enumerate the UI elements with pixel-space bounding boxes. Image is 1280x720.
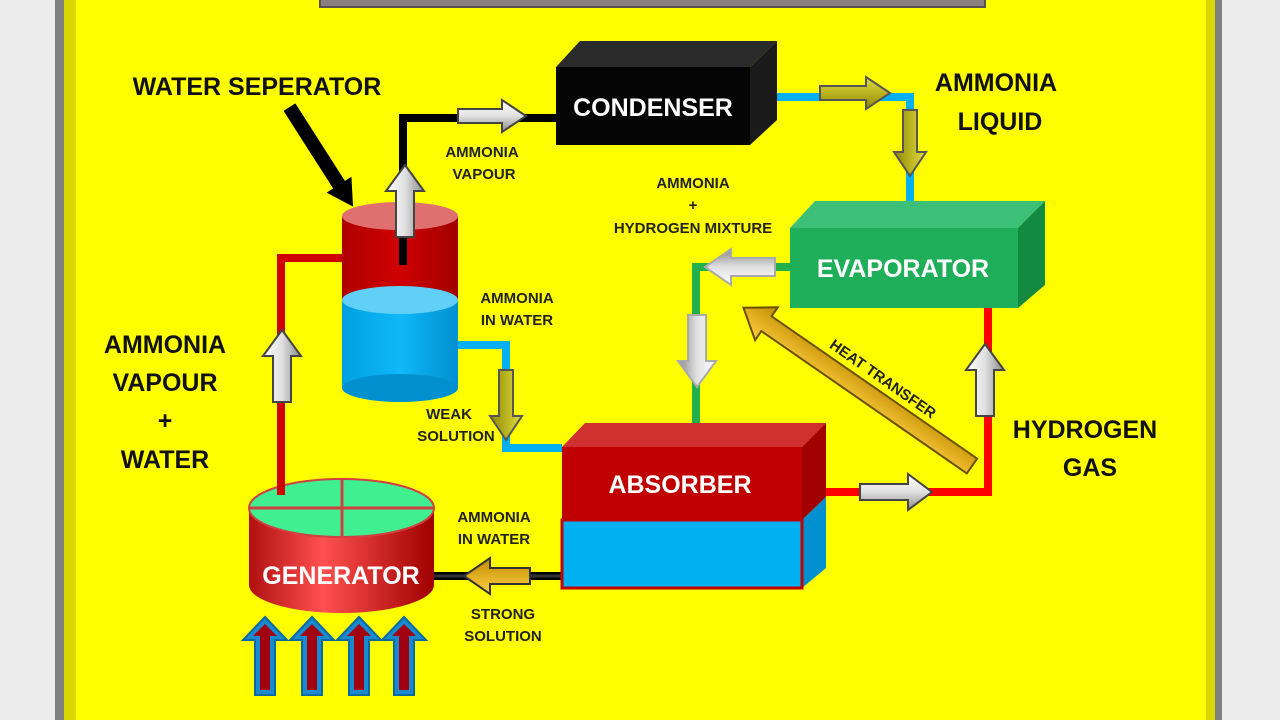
arrow-down-to-absorber: [676, 314, 718, 389]
condenser: CONDENSER: [556, 41, 777, 145]
evaporator: EVAPORATOR: [790, 201, 1045, 308]
arrow-right-ammonia-vapour: [457, 98, 528, 134]
left-margin: [0, 0, 55, 720]
heat-arrow: [379, 615, 429, 696]
label-ammonia-hydrogen-mixture: +: [689, 197, 698, 214]
arrow-down-to-evaporator: [892, 109, 928, 178]
arrow-heat-transfer: [742, 306, 979, 475]
arrow-up-hydrogen-gas: [964, 342, 1006, 417]
heat-arrow: [287, 615, 337, 696]
label-ammonia-hydrogen-mixture: AMMONIA: [656, 175, 729, 192]
condenser-front-face: [556, 67, 750, 145]
arrow-up-separator-outlet: [384, 163, 426, 238]
label-water-separator: WATER SEPERATOR: [133, 73, 382, 101]
generator-label: GENERATOR: [262, 562, 419, 590]
arrow-down-weak-solution: [488, 369, 524, 442]
separator-blue-top: [342, 286, 458, 314]
label-ammonia-vapour-water: VAPOUR: [112, 369, 217, 397]
label-ammonia-vapour-water: AMMONIA: [104, 331, 226, 359]
heat-arrow: [334, 615, 384, 696]
heat-arrow: [240, 615, 290, 696]
label-hydrogen-gas: HYDROGEN: [1013, 416, 1157, 444]
absorber-front-top: [562, 447, 802, 520]
right-frame-gray: [1215, 0, 1222, 720]
right-frame-olive: [1206, 0, 1215, 720]
absorber-front-bottom: [560, 518, 804, 590]
label-ammonia-vapour-top: AMMONIA: [445, 144, 518, 161]
generator-bottom: [249, 557, 434, 613]
evaporator-front-face: [790, 228, 1018, 308]
condenser-top-face: [556, 41, 777, 67]
label-hydrogen-gas: GAS: [1063, 454, 1117, 482]
arrow-up-ammonia-vapour-water: [261, 328, 303, 403]
label-ammonia-liquid: AMMONIA: [935, 69, 1057, 97]
absorber: ABSORBER: [560, 423, 826, 590]
label-ammonia-vapour-top: VAPOUR: [452, 166, 515, 183]
absorber-label: ABSORBER: [608, 471, 751, 499]
arrow-right-ammonia-liquid: [819, 75, 892, 111]
condenser-label: CONDENSER: [573, 94, 733, 122]
heat-input-arrows: [240, 615, 429, 696]
pipe-generator-to-separator: [277, 254, 342, 495]
right-margin: [1222, 0, 1280, 720]
label-strong-solution: SOLUTION: [464, 628, 542, 645]
arrow-water-separator-pointer: [283, 103, 354, 207]
arrow-left-strong-solution: [462, 556, 531, 596]
condenser-side-face: [750, 41, 777, 145]
generator: GENERATOR: [248, 478, 435, 613]
label-ammonia-hydrogen-mixture: HYDROGEN MIXTURE: [614, 220, 772, 237]
separator-blue-body: [342, 300, 458, 388]
evaporator-label: EVAPORATOR: [817, 255, 989, 283]
label-ammonia-in-water-separator: AMMONIA: [480, 290, 553, 307]
label-ammonia-in-water-generator: IN WATER: [458, 531, 530, 548]
evaporator-top-face: [790, 201, 1045, 228]
top-bar: [319, 0, 986, 8]
label-weak-solution: SOLUTION: [417, 428, 495, 445]
left-frame-olive: [64, 0, 76, 720]
arrow-right-from-absorber: [859, 472, 934, 512]
label-strong-solution: STRONG: [471, 606, 535, 623]
label-ammonia-liquid: LIQUID: [958, 108, 1043, 136]
label-ammonia-vapour-water: +: [158, 407, 173, 435]
evaporator-side-face: [1018, 201, 1045, 308]
label-weak-solution: WEAK: [426, 406, 472, 423]
arrow-left-mixture: [703, 247, 776, 287]
absorber-side-top: [802, 423, 826, 520]
absorber-side-bottom: [802, 497, 826, 588]
left-frame-gray: [55, 0, 64, 720]
label-ammonia-vapour-water: WATER: [121, 446, 209, 474]
label-ammonia-in-water-generator: AMMONIA: [457, 509, 530, 526]
absorber-top-face: [562, 423, 826, 447]
label-ammonia-in-water-separator: IN WATER: [481, 312, 553, 329]
separator-bottom: [342, 374, 458, 402]
